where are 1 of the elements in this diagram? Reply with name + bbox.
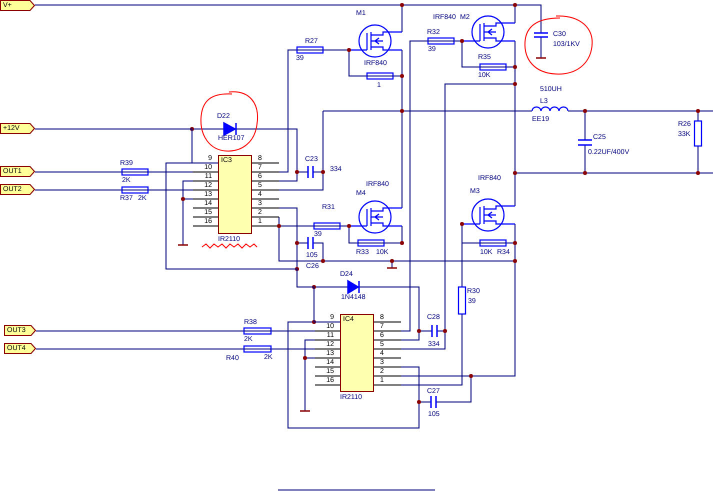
wire bbox=[166, 162, 340, 322]
